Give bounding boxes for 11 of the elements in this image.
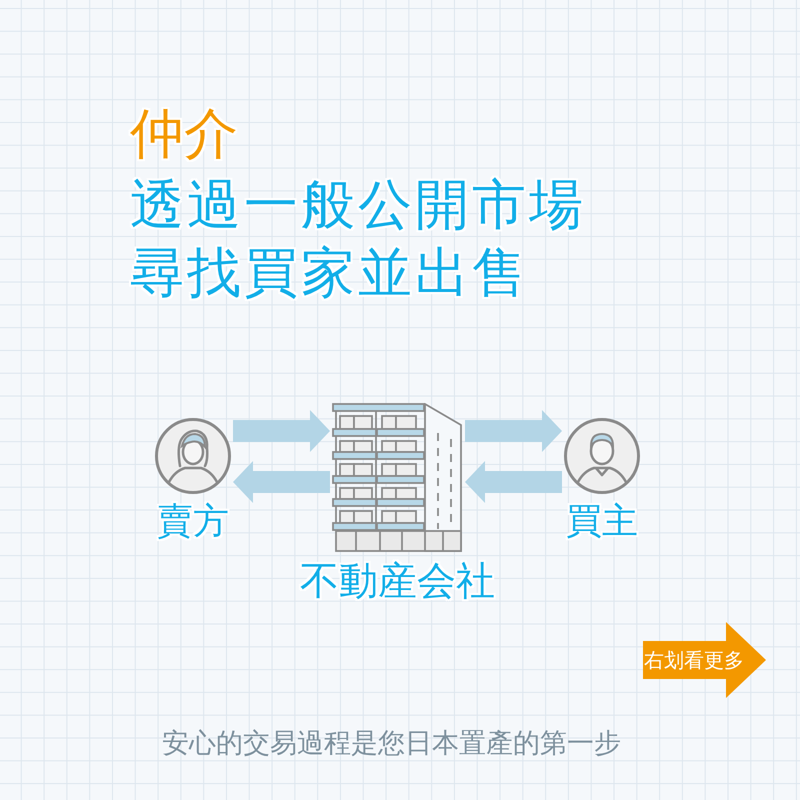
swipe-arrow-tag: 右划看更多 (643, 622, 766, 698)
arrow (233, 410, 330, 452)
arrow (465, 461, 562, 503)
node-label: 買主 (565, 501, 639, 542)
arrow (465, 410, 562, 452)
node-label: 賣方 (156, 501, 230, 542)
footer-caption: 安心的交易過程是您日本置產的第一步 (162, 727, 621, 761)
heading-text: 透過一般公開市場尋找買家並出售 (130, 172, 587, 306)
arrow (233, 461, 330, 503)
title: 仲介 (130, 101, 238, 167)
node-label: 不動産会社 (299, 560, 496, 605)
